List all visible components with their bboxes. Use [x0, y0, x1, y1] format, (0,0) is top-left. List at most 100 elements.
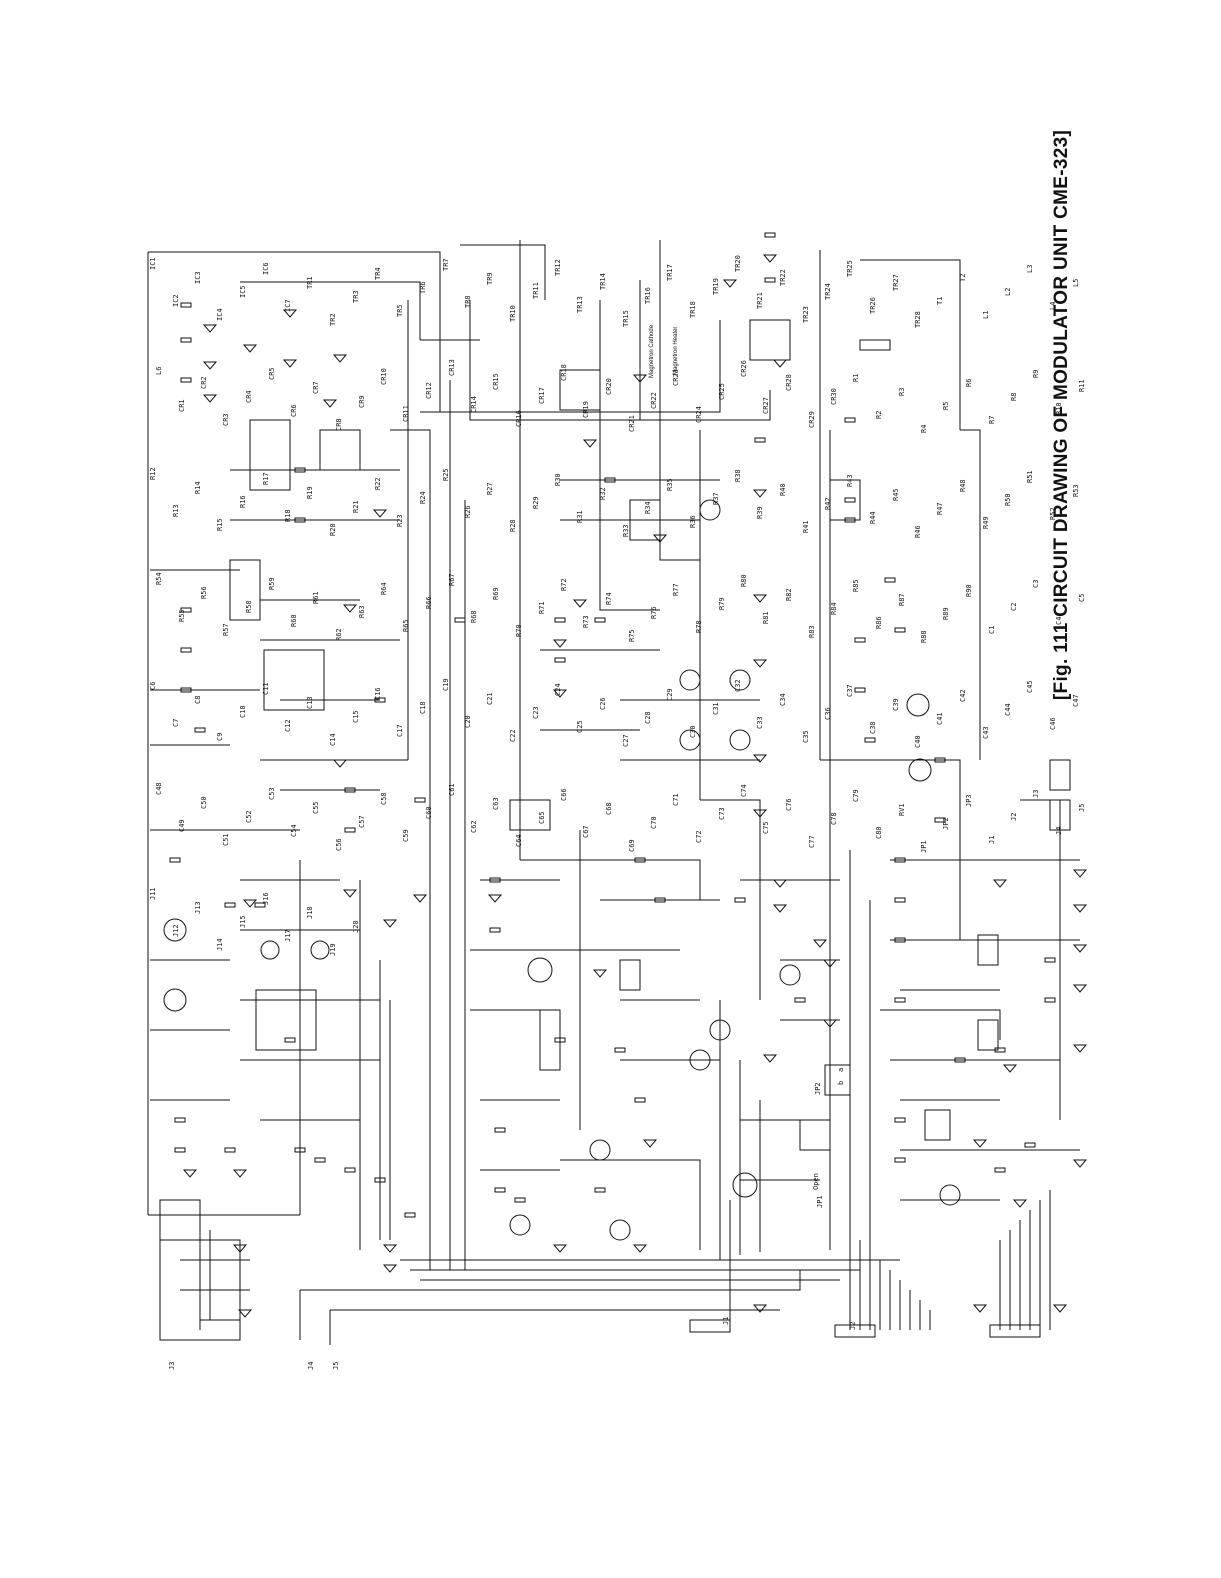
part-ref-label: C64	[515, 834, 523, 847]
passive-component	[594, 617, 606, 623]
part-ref-label: CR24	[695, 406, 703, 423]
part-ref-label: L5	[1072, 279, 1080, 287]
component-body	[977, 1019, 999, 1051]
ground-symbol	[552, 689, 568, 698]
part-ref-label: C45	[1026, 680, 1034, 693]
component-body	[689, 1319, 731, 1333]
part-ref-label: C10	[239, 705, 247, 718]
passive-component	[764, 232, 776, 238]
part-ref-label: TR19	[712, 278, 720, 295]
ground-symbol	[772, 359, 788, 368]
part-ref-label: R29	[532, 496, 540, 509]
passive-component	[1024, 1142, 1036, 1148]
part-ref-label: C52	[245, 810, 253, 823]
part-ref-label: R51	[1026, 470, 1034, 483]
part-ref-label: R65	[402, 619, 410, 632]
part-ref-label: R48	[959, 479, 967, 492]
part-ref-label: R80	[740, 574, 748, 587]
part-ref-label: TR11	[532, 282, 540, 299]
passive-component	[554, 1037, 566, 1043]
ground-symbol	[412, 894, 428, 903]
passive-component	[604, 477, 616, 483]
jp2-pin-a-label: a	[837, 1068, 845, 1072]
part-ref-label: J18	[306, 906, 314, 919]
part-ref-label: J2	[1010, 813, 1018, 821]
component-body	[509, 799, 551, 831]
part-ref-label: CR11	[402, 405, 410, 422]
part-ref-label: C19	[442, 678, 450, 691]
part-ref-label: R58	[245, 600, 253, 613]
part-ref-label: C72	[695, 830, 703, 843]
part-ref-label: C9	[216, 733, 224, 741]
wires	[147, 240, 1080, 1345]
part-ref-label: R52	[1049, 507, 1057, 520]
passive-component	[314, 1157, 326, 1163]
passive-component	[414, 797, 426, 803]
part-ref-label: C80	[875, 826, 883, 839]
part-ref-label: TR3	[352, 290, 360, 303]
part-ref-label: L1	[982, 311, 990, 319]
part-ref-label: C40	[914, 735, 922, 748]
wire	[148, 251, 441, 412]
passive-component	[894, 857, 906, 863]
transistor-symbol	[779, 964, 801, 986]
part-ref-label: R4	[920, 425, 928, 433]
passive-component	[634, 857, 646, 863]
part-ref-label: R7	[988, 416, 996, 424]
wire	[560, 1159, 701, 1250]
part-ref-label: TR10	[509, 305, 517, 322]
ground-symbol	[762, 254, 778, 263]
passive-component	[894, 997, 906, 1003]
passive-component	[294, 517, 306, 523]
part-ref-label: IC4	[216, 308, 224, 321]
ground-symbol	[592, 969, 608, 978]
ground-symbol	[552, 1244, 568, 1253]
part-ref-label: TR22	[779, 269, 787, 286]
transistor-symbol	[589, 1139, 611, 1161]
passive-component	[294, 1147, 306, 1153]
part-ref-label: J4	[1055, 827, 1063, 835]
ground-symbol	[1072, 984, 1088, 993]
part-ref-label: C67	[582, 825, 590, 838]
part-ref-label: C44	[1004, 703, 1012, 716]
part-ref-label: TR14	[599, 273, 607, 290]
passive-component	[594, 1187, 606, 1193]
part-ref-label: R5	[942, 402, 950, 410]
passive-component	[994, 1047, 1006, 1053]
part-ref-label: CR20	[605, 378, 613, 395]
part-ref-label: TR4	[374, 267, 382, 280]
component-body	[989, 1324, 1041, 1338]
part-ref-label: R71	[538, 601, 546, 614]
passive-component	[954, 1057, 966, 1063]
part-ref-label: R90	[965, 584, 973, 597]
part-ref-label: R11	[1078, 379, 1086, 392]
connector-j4-label: J4	[307, 1362, 315, 1370]
symbols	[159, 232, 1088, 1338]
part-ref-label: IC7	[284, 299, 292, 312]
wire	[880, 1009, 1001, 1040]
part-ref-label: IC1	[149, 257, 157, 270]
passive-component	[614, 1047, 626, 1053]
part-ref-label: C30	[689, 725, 697, 738]
special-labels: Magnetron Cathode Magnetron Heater Open …	[168, 324, 857, 1370]
part-ref-label: CR4	[245, 390, 253, 403]
passive-component	[180, 687, 192, 693]
part-ref-label: CR21	[628, 415, 636, 432]
ground-symbol	[642, 1139, 658, 1148]
passive-component	[254, 902, 266, 908]
part-ref-label: R47	[936, 502, 944, 515]
part-ref-label: CR16	[515, 410, 523, 427]
transistor-symbol	[732, 1172, 758, 1198]
part-ref-label: R89	[942, 607, 950, 620]
ground-symbol	[1012, 1199, 1028, 1208]
component-body	[834, 1324, 876, 1338]
part-ref-label: C41	[936, 712, 944, 725]
part-ref-label: TR17	[666, 264, 674, 281]
ground-symbol	[332, 354, 348, 363]
transistor-symbol	[679, 729, 701, 751]
ground-symbol	[282, 359, 298, 368]
jp1-label: JP1	[816, 1195, 824, 1208]
part-ref-label: R84	[830, 602, 838, 615]
passive-component	[894, 1157, 906, 1163]
